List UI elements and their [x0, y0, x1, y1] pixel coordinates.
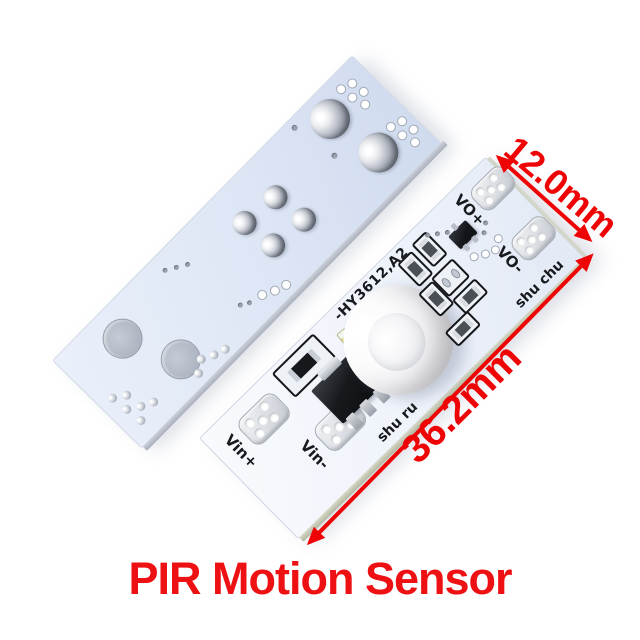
- via-hole: [330, 151, 339, 161]
- transistor-leg: [450, 222, 459, 232]
- solder-dot: [134, 414, 148, 427]
- via-hole: [406, 122, 421, 137]
- copper-pad: [94, 310, 151, 367]
- via-hole: [290, 123, 299, 133]
- via-hole: [434, 230, 442, 238]
- via-hole: [279, 277, 294, 292]
- via-hole: [480, 229, 488, 237]
- product-title: PIR Motion Sensor: [128, 553, 512, 604]
- solder-dot: [106, 391, 119, 405]
- via-hole: [395, 114, 410, 129]
- via-hole: [407, 135, 423, 150]
- via-hole: [255, 287, 270, 303]
- via-hole: [467, 250, 481, 264]
- via-hole: [236, 301, 244, 309]
- solder-joint: [258, 180, 293, 215]
- via-hole: [356, 84, 371, 99]
- via-hole: [184, 261, 192, 269]
- solder-dot: [134, 400, 148, 413]
- solder-joint: [256, 228, 291, 263]
- transistor-leg: [470, 234, 480, 244]
- solder-dot: [120, 388, 133, 402]
- dome-facet: [356, 301, 438, 383]
- solder-dot: [120, 402, 134, 416]
- solder-dot: [207, 348, 221, 362]
- via-hole: [172, 263, 180, 272]
- solder-dot: [218, 342, 232, 356]
- via-hole: [246, 299, 254, 307]
- via-hole: [491, 232, 505, 245]
- via-hole: [161, 266, 169, 274]
- solder-joint: [227, 206, 262, 240]
- solder-joint: [287, 202, 321, 237]
- solder-dot: [147, 395, 160, 409]
- transistor-leg: [462, 243, 471, 252]
- via-hole: [345, 76, 360, 91]
- via-hole: [358, 97, 373, 112]
